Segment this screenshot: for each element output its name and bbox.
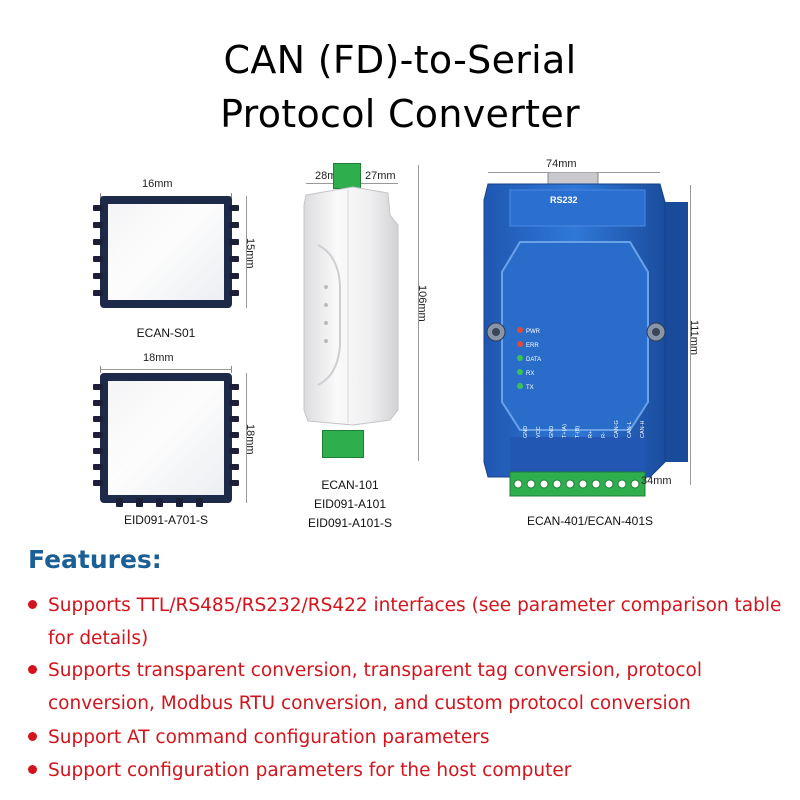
feature-text: Support AT command configuration paramet… — [48, 727, 490, 748]
ecan-401-device-image — [483, 172, 688, 497]
rs232-port-label: RS232 — [550, 195, 578, 205]
terminal-label: GND — [549, 425, 555, 438]
led-label-tx: TX — [526, 385, 534, 391]
height-label: 15mm — [244, 238, 256, 269]
terminal-label: R- — [601, 432, 607, 438]
bullet-icon — [28, 600, 37, 609]
height-label: 18mm — [244, 424, 256, 455]
led-label-rx: RX — [526, 371, 535, 377]
top-terminal-block — [333, 163, 361, 189]
dimension-tick — [231, 193, 232, 200]
terminal-label: CAN-L — [627, 421, 633, 438]
bottom-terminal-block — [322, 430, 364, 458]
eid091-a101-caption: EID091-A101 — [313, 497, 387, 511]
title-line-1: CAN (FD)-to-Serial — [223, 38, 577, 82]
terminal-label: GND — [523, 425, 529, 438]
feature-item: Support configuration parameters for the… — [28, 754, 788, 787]
dimension-tick — [231, 366, 232, 373]
ecan-401-caption: ECAN-401/ECAN-401S — [526, 514, 654, 528]
terminal-label: CAN-H — [640, 420, 646, 438]
height-label: 106mm — [416, 285, 428, 322]
height-dimension-line — [690, 185, 691, 485]
led-labels: PWR ERR DATA RX TX — [526, 325, 541, 395]
depth-label: 34mm — [641, 475, 672, 487]
ecan-101-device-image — [303, 186, 399, 426]
feature-item: Supports transparent conversion, transpa… — [28, 654, 788, 720]
width-dimension-line — [100, 369, 232, 370]
feature-item: Supports TTL/RS485/RS232/RS422 interface… — [28, 589, 788, 655]
feature-item: Support AT command configuration paramet… — [28, 721, 788, 754]
terminal-label: CAN-G — [614, 420, 620, 438]
feature-text: Supports TTL/RS485/RS232/RS422 interface… — [48, 595, 782, 649]
height-label: 111mm — [688, 320, 700, 356]
title-line-2: Protocol Converter — [220, 92, 580, 136]
width-label: 74mm — [546, 158, 577, 170]
height-dimension-line — [246, 196, 247, 308]
terminal-label: T+(A) — [562, 424, 568, 438]
ecan-s01-module-image — [100, 196, 232, 308]
ecan-s01-caption: ECAN-S01 — [136, 326, 196, 340]
terminal-label: T-(B) — [575, 425, 581, 438]
led-label-data: DATA — [526, 357, 542, 363]
terminal-label: R+ — [588, 430, 594, 438]
eid091-a101-s-caption: EID091-A101-S — [307, 516, 393, 530]
terminal-label: VCC — [536, 426, 542, 438]
led-label-err: ERR — [526, 343, 539, 349]
width-label: 16mm — [142, 178, 173, 190]
height-dimension-line — [418, 165, 419, 461]
features-heading: Features: — [28, 545, 162, 574]
bullet-icon — [28, 732, 37, 741]
ecan-101-caption: ECAN-101 — [321, 478, 379, 492]
width-label: 18mm — [143, 352, 174, 364]
feature-text: Support configuration parameters for the… — [48, 760, 572, 781]
bullet-icon — [28, 765, 37, 774]
led-label-pwr: PWR — [526, 329, 540, 335]
dimension-tick — [100, 366, 101, 373]
feature-text: Supports transparent conversion, transpa… — [48, 660, 702, 714]
width-label-b: 27mm — [365, 170, 396, 182]
eid091-a701-caption: EID091-A701-S — [123, 513, 209, 527]
eid091-a701-module-image — [100, 373, 232, 503]
bullet-icon — [28, 665, 37, 674]
height-dimension-line — [246, 373, 247, 503]
